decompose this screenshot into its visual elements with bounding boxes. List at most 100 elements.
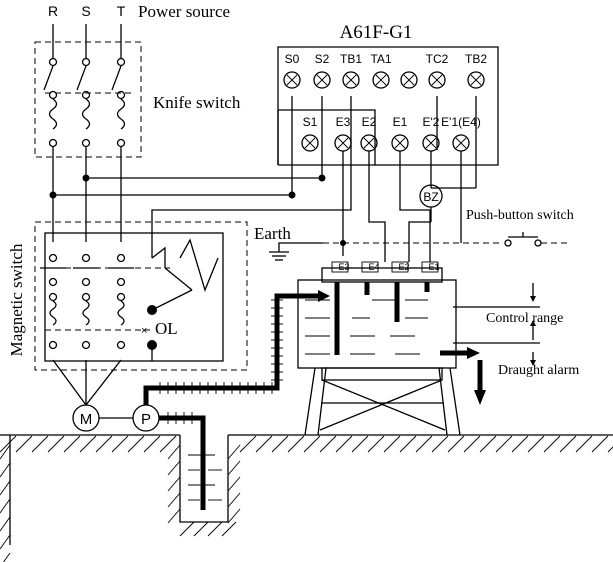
- knife-blade: [111, 65, 122, 91]
- earth-line: Earth Push-button switch: [254, 208, 574, 261]
- terminal-label-top: S2: [315, 52, 330, 66]
- terminal-cross: [304, 137, 316, 149]
- terminal-screw: [301, 134, 319, 152]
- ground-hatch: [431, 435, 449, 453]
- contact: [116, 253, 126, 263]
- well-hatch: [167, 492, 181, 508]
- terminal-label-top: TC2: [426, 52, 449, 66]
- ground-hatch: [527, 435, 545, 453]
- control-range-label: Control range: [486, 311, 563, 326]
- well-hatch: [179, 521, 195, 537]
- electrode-label: E4: [368, 262, 379, 272]
- well-hatch: [227, 460, 241, 476]
- well-hatch: [167, 508, 181, 524]
- ground-hatch: [447, 435, 465, 453]
- contact: [81, 277, 91, 287]
- terminal-label-bottom: E2: [362, 115, 377, 129]
- ground-hatch: [0, 534, 11, 550]
- terminal-cross: [431, 74, 443, 86]
- knife-contact: [48, 138, 58, 148]
- ground-hatch: [399, 435, 417, 453]
- ground-hatch: [575, 435, 593, 453]
- terminal-label-bottom: E'2: [423, 115, 440, 129]
- fuse-icon: [48, 98, 58, 130]
- contact: [116, 292, 126, 302]
- terminal-cross: [425, 137, 437, 149]
- fuse-icon: [116, 98, 126, 130]
- ground-hatch: [0, 498, 11, 514]
- draught-alarm-label: Draught alarm: [498, 363, 579, 378]
- ground-hatch: [319, 435, 337, 453]
- electrode-label: E1: [428, 262, 439, 272]
- ground-hatch: [511, 435, 529, 453]
- ground-hatch: [63, 435, 81, 453]
- knife-switch: Knife switch: [34, 41, 241, 158]
- power-lines: [49, 24, 326, 242]
- knife-contact: [81, 90, 91, 100]
- ol-cross-icon: ×: [141, 325, 147, 337]
- fuse-icon: [81, 98, 91, 130]
- ground-hatch: [0, 444, 11, 460]
- terminal-screw: [400, 71, 418, 89]
- controller-title: A61F-G1: [340, 22, 413, 43]
- ground-hatch: [79, 435, 97, 453]
- ground-hatch: [303, 435, 321, 453]
- buzzer-label: BZ: [423, 190, 438, 204]
- knife-contact: [116, 138, 126, 148]
- ground-hatch: [239, 435, 257, 453]
- phase-t-label: T: [117, 3, 126, 19]
- ground-hatch: [95, 435, 113, 453]
- electrode-head: [421, 261, 439, 273]
- contact: [81, 253, 91, 263]
- ground-hatch: [463, 435, 481, 453]
- terminal-label-bottom: S1: [303, 115, 318, 129]
- well-hatch: [207, 521, 223, 537]
- ground-hatch: [143, 435, 161, 453]
- ground-hatch: [351, 435, 369, 453]
- contact: [81, 292, 91, 302]
- terminal-label-top: TB2: [465, 52, 487, 66]
- ground-hatch: [47, 435, 65, 453]
- electrode-head: [391, 261, 409, 273]
- ground-hatch: [111, 435, 129, 453]
- ground-hatch: [559, 435, 577, 453]
- contact: [81, 340, 91, 350]
- earth-label: Earth: [254, 224, 291, 243]
- knife-contact: [116, 57, 126, 67]
- knife-blade: [76, 65, 87, 91]
- ground-hatch: [383, 435, 401, 453]
- thermal-element: [82, 300, 90, 326]
- phase-s-label: S: [81, 3, 90, 19]
- electrode-label: E2: [398, 262, 409, 272]
- well-hatch: [193, 521, 209, 537]
- ground-hatch: [367, 435, 385, 453]
- terminal-label-bottom: E'1(E4): [441, 115, 481, 129]
- power-source-label: Power source: [138, 2, 230, 21]
- terminal-cross: [337, 137, 349, 149]
- well-hatch: [221, 521, 237, 537]
- ground-hatch: [271, 435, 289, 453]
- terminal-cross: [394, 137, 406, 149]
- push-button-label: Push-button switch: [466, 208, 574, 223]
- contact: [116, 340, 126, 350]
- terminal-cross: [375, 74, 387, 86]
- electrode-head: [331, 261, 349, 273]
- knife-contact: [116, 90, 126, 100]
- terminal-cross: [470, 74, 482, 86]
- knife-contact: [81, 57, 91, 67]
- well-hatch: [227, 444, 241, 460]
- ground: [0, 434, 613, 562]
- contact: [48, 277, 58, 287]
- thermal-element: [49, 300, 57, 326]
- pipes: [143, 290, 330, 510]
- electrode-label: E3: [338, 262, 349, 272]
- pump-label: P: [141, 411, 151, 428]
- ground-hatch: [127, 435, 145, 453]
- tank: E3 E4 E2 E1 Control range Draught alarm: [297, 261, 579, 436]
- ground-hatch: [0, 480, 11, 496]
- contact: [48, 340, 58, 350]
- phase-r-label: R: [48, 3, 58, 19]
- ground-hatch: [0, 516, 11, 532]
